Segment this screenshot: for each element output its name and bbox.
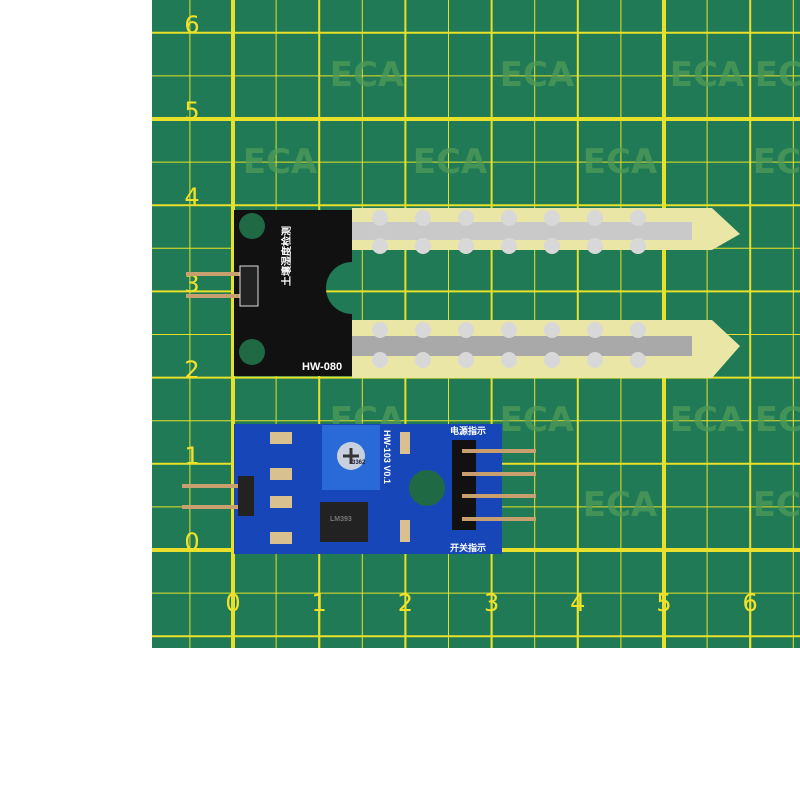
probe-pad — [415, 352, 431, 368]
sensor-module — [182, 424, 536, 554]
switch-led-label: 开关指示 — [450, 543, 487, 553]
probe-pad — [544, 238, 560, 254]
eca-watermark: ECA — [669, 400, 745, 440]
probe-pad — [501, 210, 517, 226]
probe-pad — [630, 322, 646, 338]
probe-pad — [630, 238, 646, 254]
probe-pad — [458, 322, 474, 338]
probe-pad — [630, 352, 646, 368]
sensor-illustration — [182, 208, 740, 554]
probe-pad — [372, 238, 388, 254]
probe-pad — [501, 322, 517, 338]
probe-model-label: HW-080 — [302, 361, 343, 373]
y-ruler-label: 1 — [184, 442, 200, 470]
eca-watermark: ECA — [752, 485, 800, 525]
probe-silkscreen: 土壤湿度检测 — [282, 226, 293, 286]
potentiometer-label: 3362 — [352, 460, 366, 466]
x-ruler-label: 3 — [483, 589, 500, 617]
probe-pad — [587, 322, 603, 338]
probe-pad — [587, 238, 603, 254]
eca-watermark: ECA — [582, 485, 658, 525]
probe-pad — [501, 238, 517, 254]
eca-watermark: ECA — [499, 400, 575, 440]
probe-pad — [587, 352, 603, 368]
x-ruler-label: 5 — [656, 589, 672, 617]
eca-watermark: ECA — [754, 55, 800, 95]
probe-pad — [415, 210, 431, 226]
soil-probe — [186, 208, 740, 378]
probe-pad — [544, 322, 560, 338]
probe-pad — [415, 238, 431, 254]
y-ruler-label: 6 — [184, 11, 200, 39]
y-ruler-label: 0 — [184, 528, 200, 557]
probe-pad — [372, 210, 388, 226]
chip-label: LM393 — [330, 516, 352, 523]
y-ruler-label: 4 — [184, 183, 200, 212]
probe-pad — [372, 322, 388, 338]
probe-pad — [458, 210, 474, 226]
eca-watermark: ECA — [329, 55, 405, 95]
eca-watermark: ECA — [242, 142, 318, 182]
y-ruler-label: 3 — [184, 269, 200, 298]
power-led-label: 电源指示 — [450, 426, 487, 436]
eca-watermark: ECA — [582, 142, 658, 182]
x-ruler-label: 2 — [397, 589, 414, 617]
probe-pad — [587, 210, 603, 226]
eca-watermark: ECA — [669, 55, 745, 95]
probe-pad — [458, 238, 474, 254]
eca-watermark: ECA — [754, 400, 800, 440]
probe-pad — [415, 322, 431, 338]
probe-pad — [458, 352, 474, 368]
eca-watermark: ECA — [412, 142, 488, 182]
probe-pad — [501, 352, 517, 368]
probe-pad — [544, 352, 560, 368]
y-ruler-label: 2 — [184, 355, 200, 384]
x-ruler-label: 4 — [570, 589, 586, 617]
x-ruler-label: 0 — [225, 589, 241, 617]
module-model-label: HW-103 V0.1 — [382, 430, 392, 484]
probe-pad — [372, 352, 388, 368]
probe-pad — [630, 210, 646, 226]
eca-watermark: ECA — [499, 55, 575, 95]
probe-pad — [544, 210, 560, 226]
x-ruler-label: 1 — [311, 589, 327, 617]
x-ruler-label: 6 — [742, 589, 758, 617]
product-photo: ECAECAECAECAECAECAECAECAECAECAECAECAECAE… — [152, 0, 800, 648]
eca-watermark: ECA — [752, 142, 800, 182]
y-ruler-label: 5 — [184, 97, 200, 126]
